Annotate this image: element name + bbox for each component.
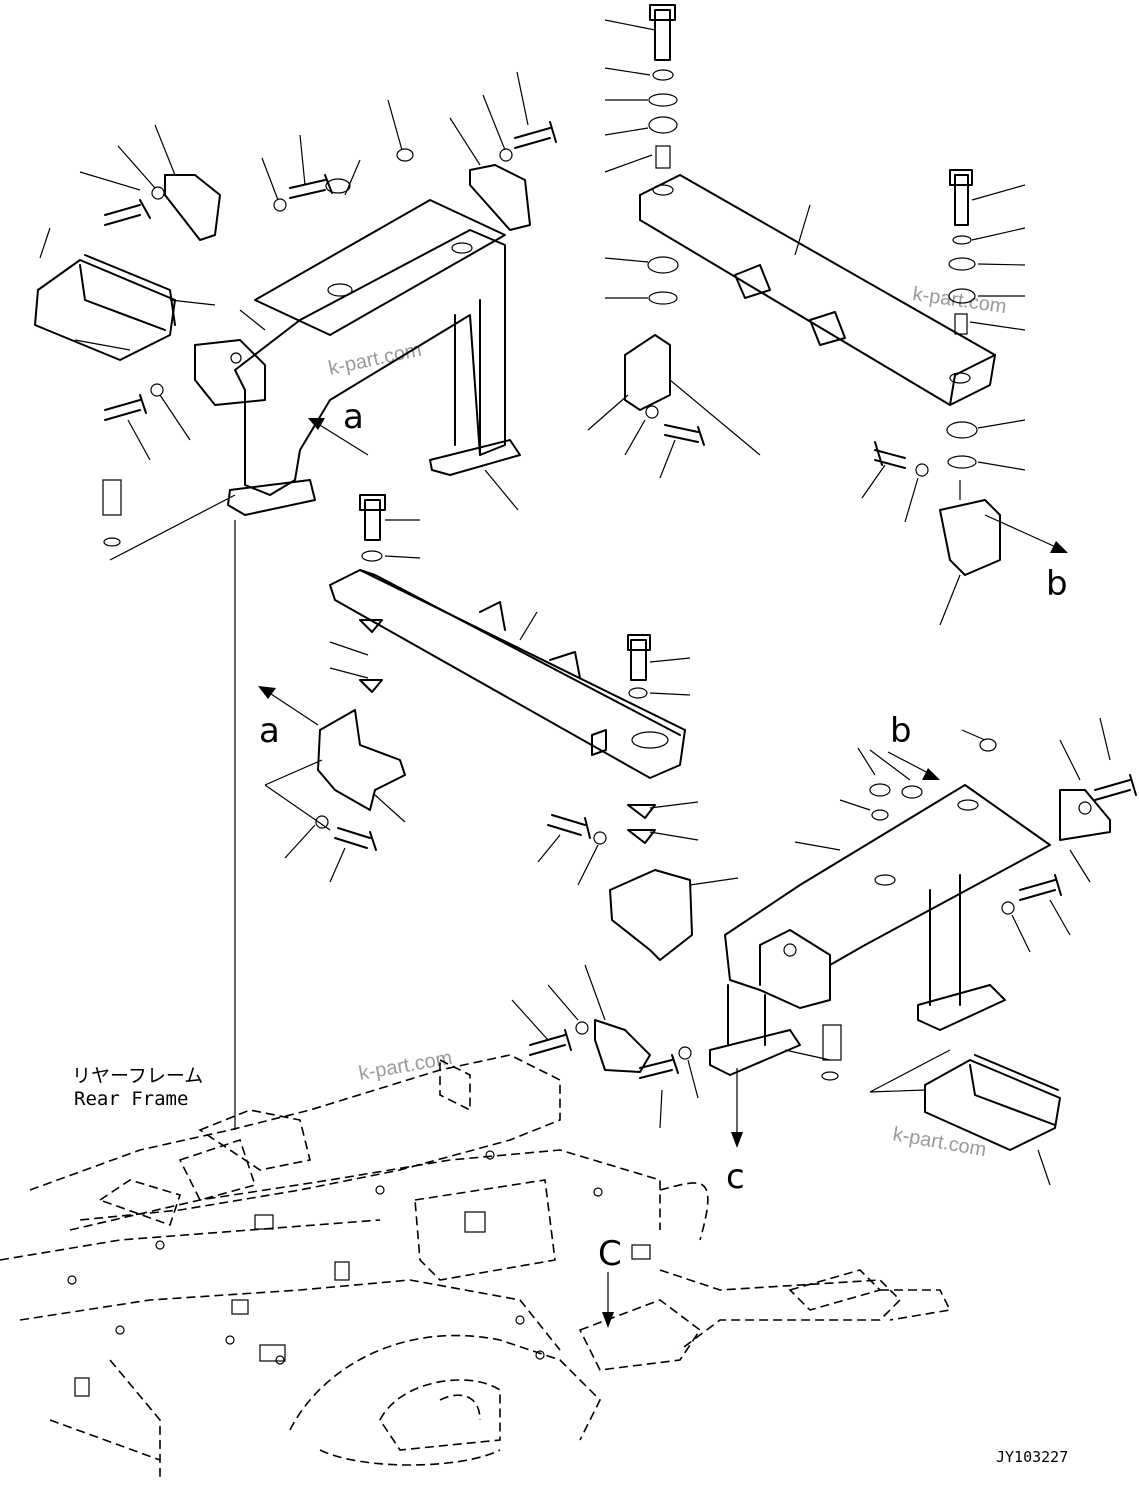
left-rail-bracket bbox=[34, 254, 176, 361]
center-bracket-right bbox=[547, 804, 693, 961]
view-label-a-upper: a bbox=[343, 397, 364, 437]
arrow-c-rear bbox=[602, 1272, 614, 1328]
view-label-b-upper: b bbox=[1046, 564, 1068, 604]
drawing-code: JY103227 bbox=[996, 1448, 1068, 1466]
view-label-a-lower: a bbox=[259, 711, 280, 751]
arrow-b-lower bbox=[887, 751, 940, 780]
mount-stack-left bbox=[624, 4, 705, 446]
view-label-c-rear: C bbox=[598, 1234, 622, 1274]
left-support-frame bbox=[194, 199, 521, 516]
rear-frame-caption-jp: リヤーフレーム bbox=[72, 1065, 203, 1087]
center-bracket-left bbox=[315, 619, 406, 851]
watermark-2: k-part.com bbox=[911, 283, 1008, 318]
center-channel-beam bbox=[329, 569, 686, 779]
leader-lines-left bbox=[39, 71, 529, 1130]
leader-lines-center bbox=[264, 519, 739, 886]
left-bolts bbox=[102, 121, 557, 547]
right-bolts bbox=[529, 738, 1137, 1081]
right-cross-beam bbox=[639, 174, 996, 406]
right-rail-bracket bbox=[924, 1054, 1061, 1151]
center-bolts bbox=[359, 494, 651, 699]
right-support-frame bbox=[709, 784, 1051, 1076]
rear-frame-caption-en: Rear Frame bbox=[74, 1088, 188, 1110]
mount-stack-right bbox=[874, 169, 1001, 576]
right-plate-bracket bbox=[594, 789, 1111, 1073]
left-plate-bracket bbox=[164, 164, 531, 241]
leader-lines-right bbox=[587, 19, 1026, 626]
leader-lines-lower-right bbox=[511, 717, 1111, 1186]
arrow-a-lower bbox=[258, 686, 319, 726]
view-label-c-lower: c bbox=[726, 1157, 745, 1197]
arrow-c-lower bbox=[731, 1068, 743, 1148]
rear-frame-phantom bbox=[0, 1054, 952, 1480]
arrow-a-upper bbox=[308, 418, 369, 456]
arrow-b-upper bbox=[984, 514, 1068, 553]
watermark-4: k-part.com bbox=[891, 1123, 988, 1161]
view-label-b-lower: b bbox=[890, 711, 912, 751]
